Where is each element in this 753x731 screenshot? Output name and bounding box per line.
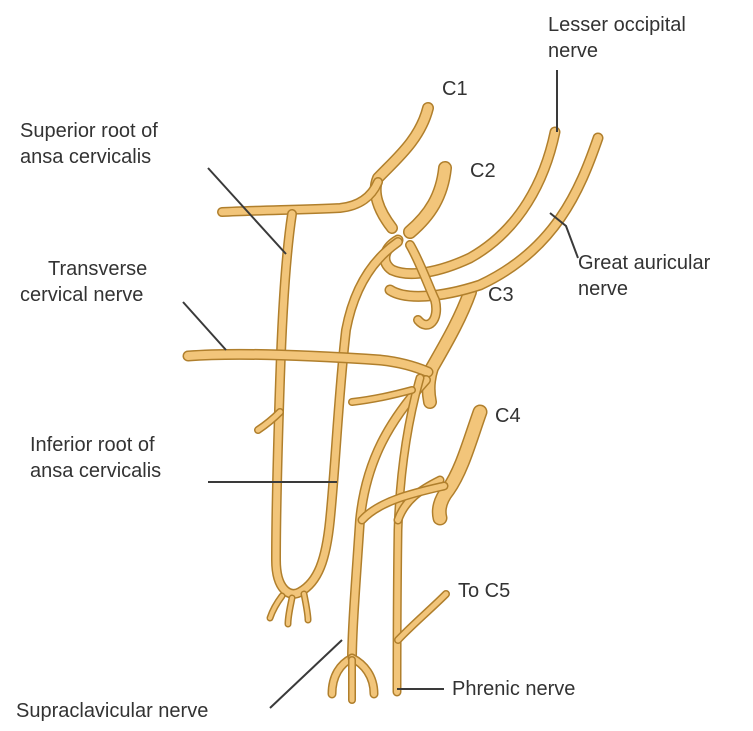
label-lesser-occipital: Lesser occipital nerve: [548, 12, 686, 64]
nerve-superior-root-horizontal: [222, 182, 378, 212]
nerve-c2-root: [410, 168, 445, 232]
label-superior-root-line2: ansa cervicalis: [20, 144, 158, 170]
leader-lines: [183, 70, 578, 708]
label-transverse-cervical: Transverse cervical nerve: [20, 256, 147, 308]
label-lesser-occipital-line1: Lesser occipital: [548, 12, 686, 38]
label-great-auricular-line1: Great auricular: [578, 250, 710, 276]
nerve-c2-root-fill: [410, 168, 445, 232]
nerve-c4-root: [439, 412, 480, 518]
label-transverse-cervical-line1: Transverse: [20, 256, 147, 282]
label-supraclavicular-nerve: Supraclavicular nerve: [16, 698, 208, 724]
nerve-ansa-loop-fill: [276, 214, 398, 594]
label-great-auricular-line2: nerve: [578, 276, 710, 302]
nerve-ansa-loop: [276, 214, 398, 594]
nerve-c1-root-fill: [376, 108, 428, 228]
label-c3: C3: [488, 282, 514, 308]
nerve-transverse-cervical: [188, 354, 428, 372]
nerve-ansa-twig-1: [270, 596, 282, 618]
nerve-c1-root: [376, 108, 428, 228]
nerve-paths: [188, 108, 598, 700]
label-superior-root: Superior root of ansa cervicalis: [20, 118, 158, 170]
label-c4: C4: [495, 403, 521, 429]
label-inferior-root-line1: Inferior root of: [30, 432, 161, 458]
label-great-auricular: Great auricular nerve: [578, 250, 710, 302]
nerve-ansa-twig-2: [288, 598, 292, 624]
leader-transverse-cervical: [183, 302, 226, 350]
label-superior-root-line1: Superior root of: [20, 118, 158, 144]
nerve-phrenic: [397, 378, 420, 692]
label-to-c5: To C5: [458, 578, 510, 604]
nerve-to-c5: [398, 594, 446, 640]
label-c2: C2: [470, 158, 496, 184]
label-inferior-root: Inferior root of ansa cervicalis: [30, 432, 161, 484]
label-phrenic-nerve: Phrenic nerve: [452, 676, 575, 702]
label-transverse-cervical-line2: cervical nerve: [20, 282, 147, 308]
label-inferior-root-line2: ansa cervicalis: [30, 458, 161, 484]
nerve-c2-c3-loop: [410, 245, 436, 325]
nerve-ansa-twig-3: [304, 594, 308, 620]
nerve-to-c5-fill: [398, 594, 446, 640]
label-lesser-occipital-line2: nerve: [548, 38, 686, 64]
nerve-c4-root-fill: [439, 412, 480, 518]
label-c1: C1: [442, 76, 468, 102]
